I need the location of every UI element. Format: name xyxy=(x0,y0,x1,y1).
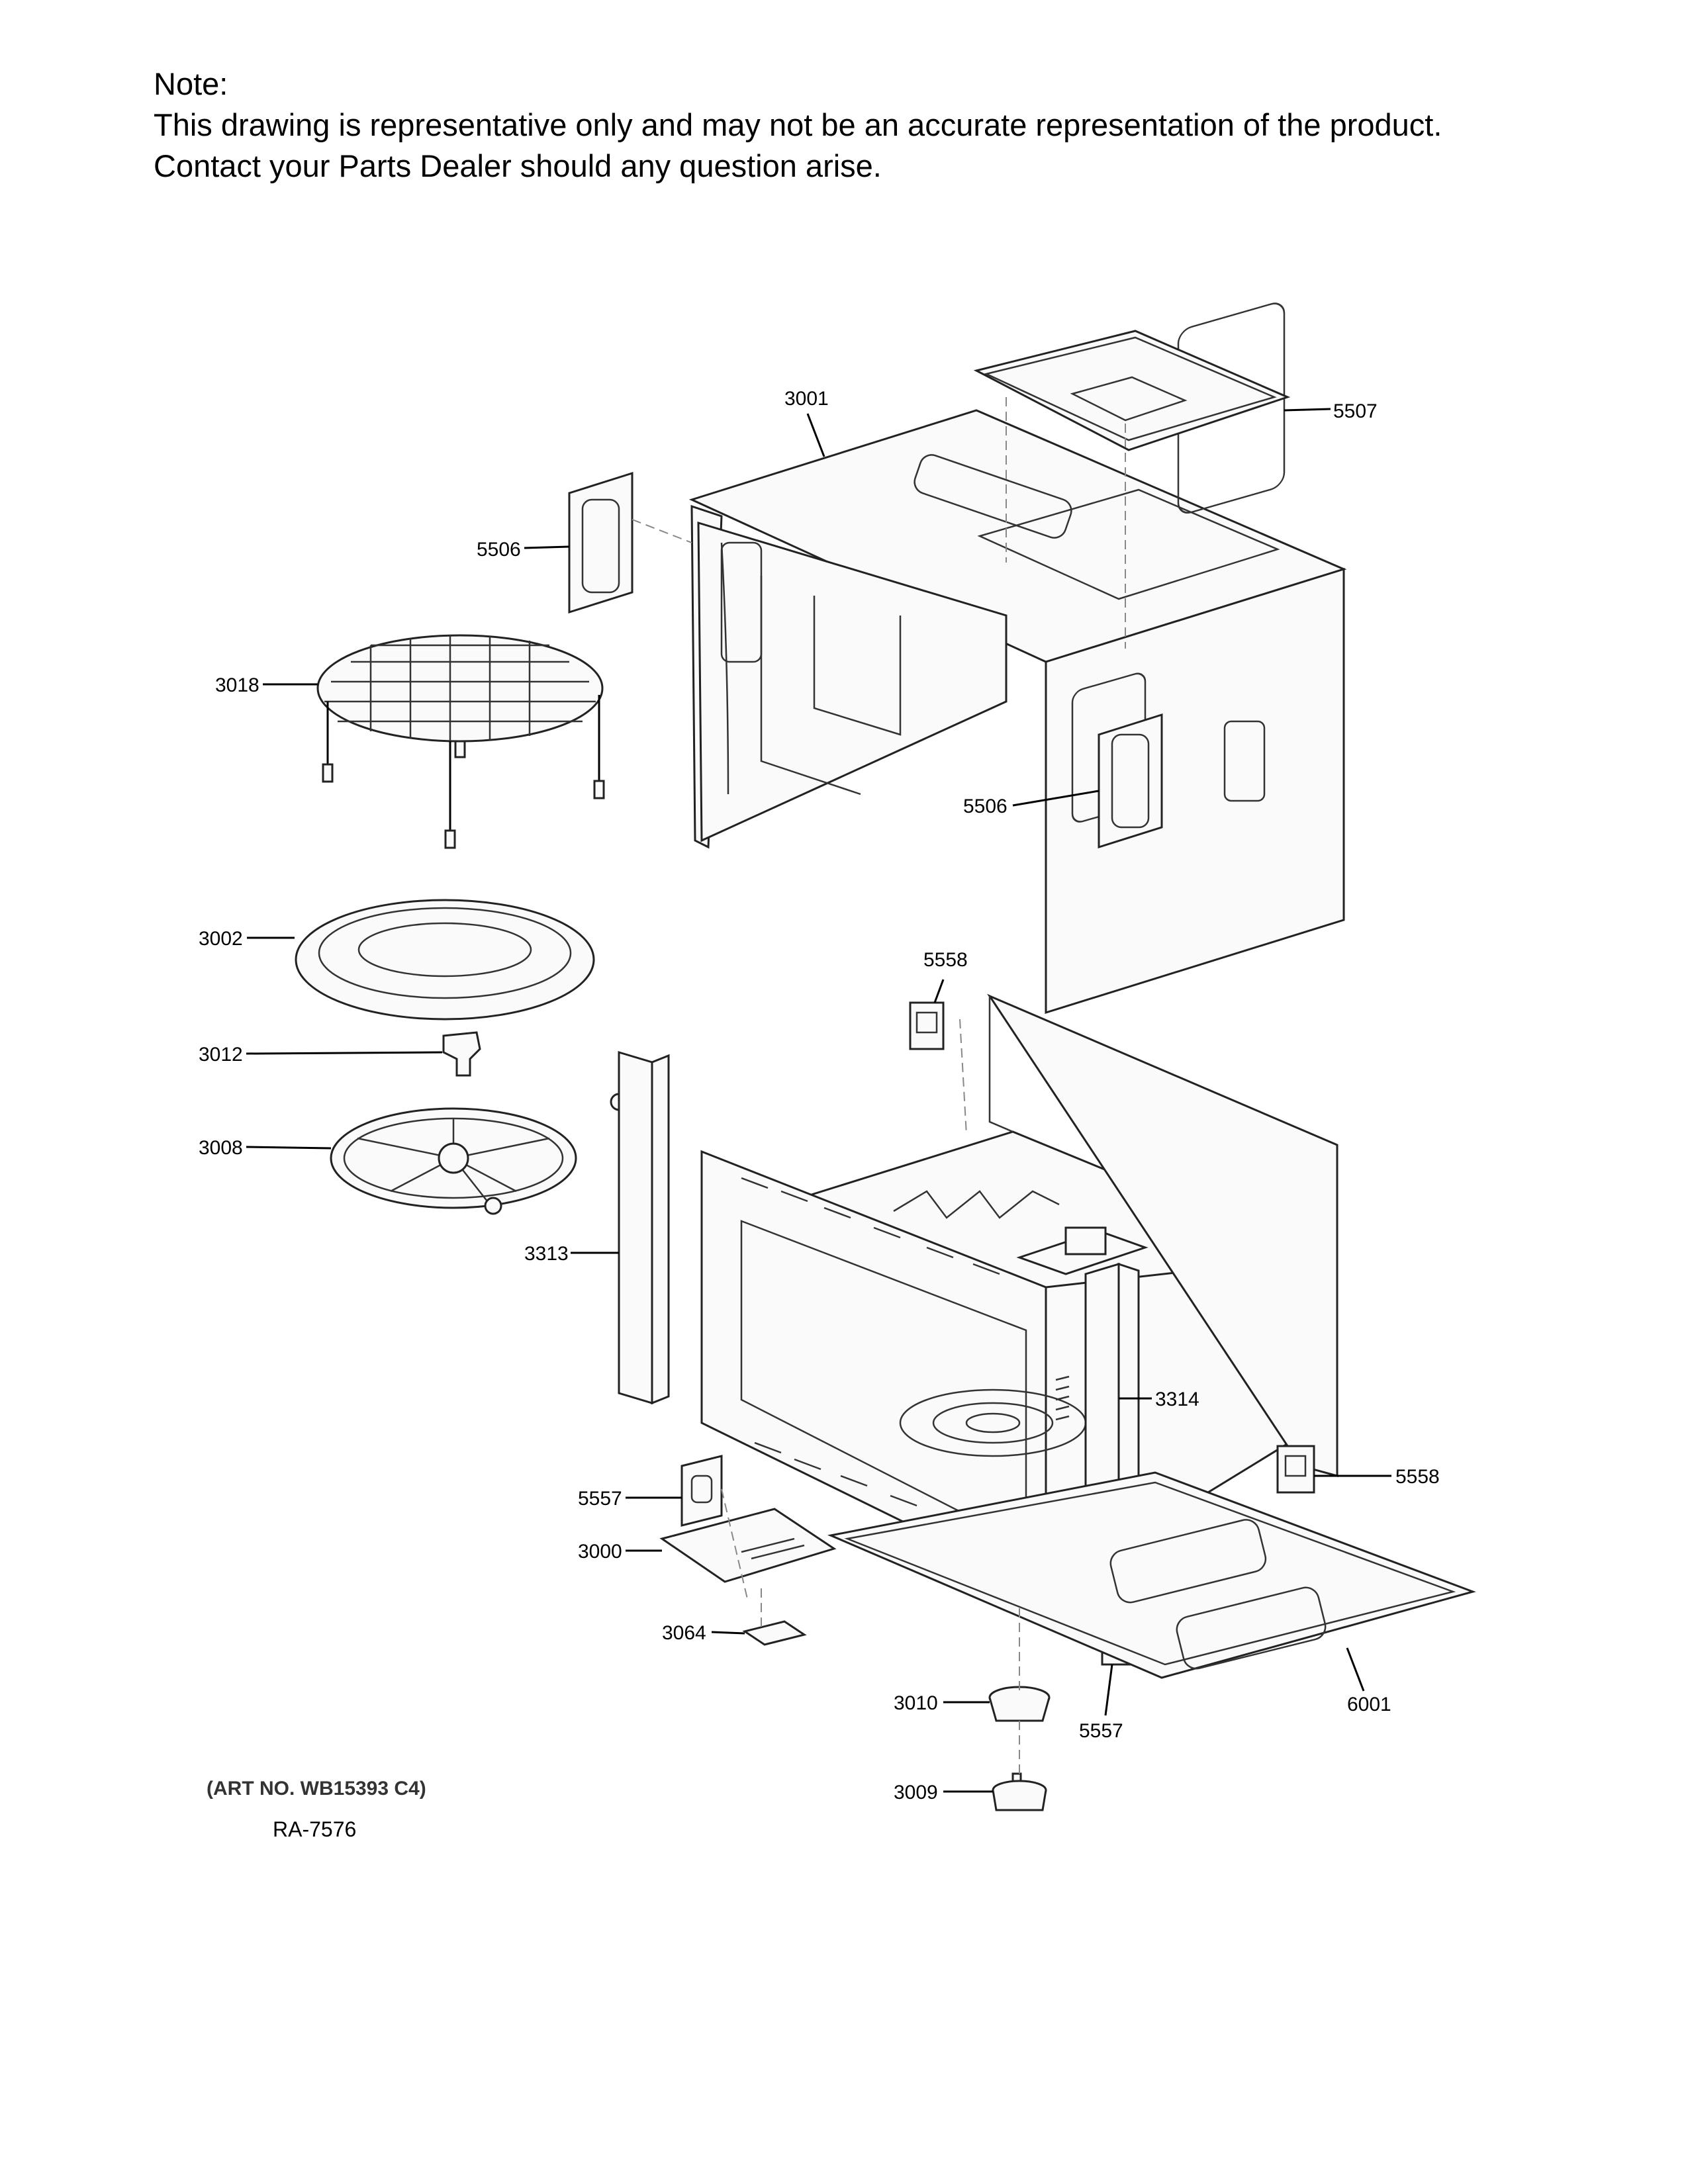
small-plate-3064 xyxy=(742,1620,807,1646)
glass-turntable-tray xyxy=(295,899,595,1021)
callout-5506-upper: 5506 xyxy=(477,539,521,561)
note-heading: Note: xyxy=(154,66,228,101)
callout-3009: 3009 xyxy=(894,1782,938,1803)
drive-coupler xyxy=(988,1686,1051,1722)
callout-leaders xyxy=(246,408,1391,1793)
callout-3001: 3001 xyxy=(784,388,829,410)
assembly-guide-lines xyxy=(632,397,1126,1774)
callout-5558-upper: 5558 xyxy=(923,949,968,971)
clip-left xyxy=(680,1455,723,1527)
gasket-upper xyxy=(568,471,633,614)
oven-rack xyxy=(316,634,605,849)
callout-3064: 3064 xyxy=(662,1622,706,1644)
side-bracket-left xyxy=(618,1050,670,1405)
callout-3002: 3002 xyxy=(199,928,243,950)
latch-upper xyxy=(909,1001,945,1050)
top-cover-plate xyxy=(973,330,1291,451)
callout-3010: 3010 xyxy=(894,1692,938,1714)
note-line-1: This drawing is representative only and … xyxy=(154,107,1442,142)
gasket-right xyxy=(1098,713,1163,849)
callout-3000: 3000 xyxy=(578,1541,622,1563)
turntable-motor xyxy=(992,1772,1047,1811)
callout-3012: 3012 xyxy=(199,1044,243,1066)
art-number: (ART NO. WB15393 C4) xyxy=(207,1778,426,1799)
callout-3314: 3314 xyxy=(1155,1388,1199,1410)
outer-case-wrapper xyxy=(688,302,1347,1015)
callout-5507: 5507 xyxy=(1333,400,1378,422)
roller-ring xyxy=(330,1093,628,1215)
note-line-2: Contact your Parts Dealer should any que… xyxy=(154,148,882,183)
callout-3008: 3008 xyxy=(199,1137,243,1159)
callout-6001: 6001 xyxy=(1347,1694,1391,1715)
callout-5506-right: 5506 xyxy=(963,796,1008,817)
callout-5557-left: 5557 xyxy=(578,1488,622,1510)
base-plate xyxy=(827,1471,1476,1679)
callout-3018: 3018 xyxy=(215,674,259,696)
ra-number: RA-7576 xyxy=(273,1817,356,1841)
turntable-coupling xyxy=(442,1031,481,1077)
callout-3313: 3313 xyxy=(524,1243,569,1265)
callout-labels: 3001 5507 5506 3018 5506 3002 5558 3012 … xyxy=(199,388,1440,1803)
callout-5557-right: 5557 xyxy=(1079,1720,1123,1742)
cover-plate-3000 xyxy=(659,1508,837,1583)
disclaimer-note: Note: This drawing is representative onl… xyxy=(154,64,1610,187)
callout-5558-lower: 5558 xyxy=(1395,1466,1440,1488)
latch-lower xyxy=(1276,1445,1315,1494)
